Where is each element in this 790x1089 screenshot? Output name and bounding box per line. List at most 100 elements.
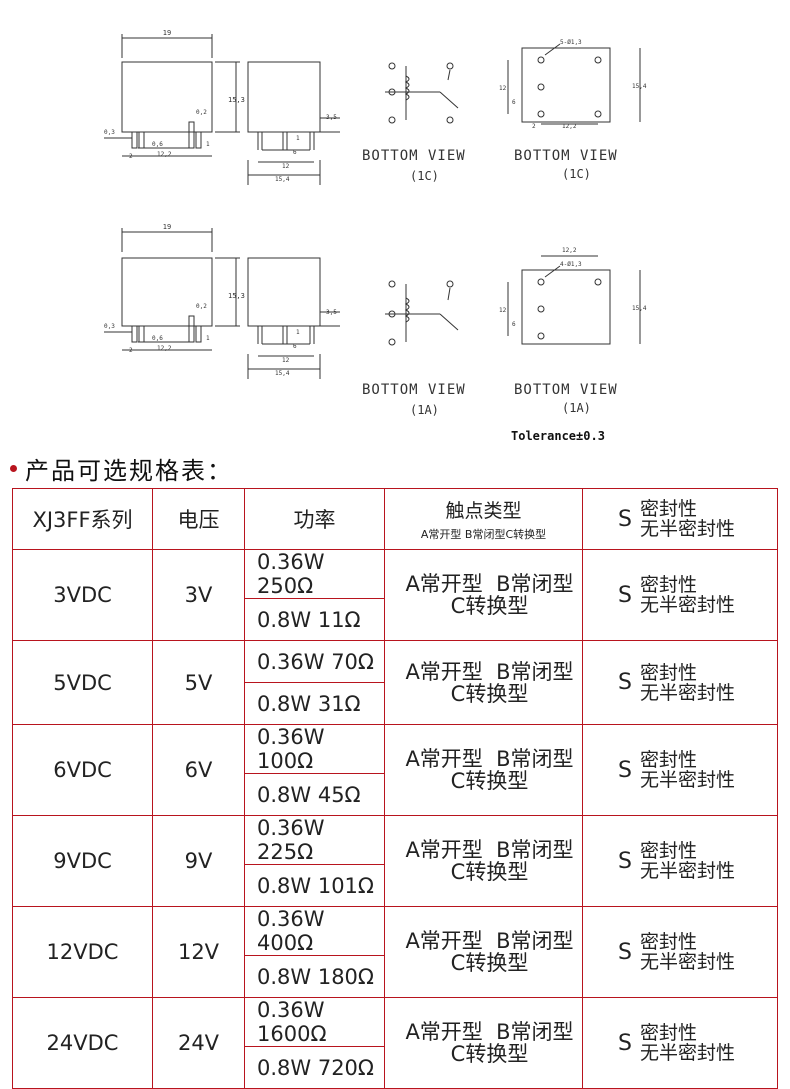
table-row: 6VDC 6V 0.36W 100Ω A常开型 B常闭型 C转换型 S 密封性无…	[12, 724, 778, 816]
cell-power-2: 0.8W 180Ω	[244, 955, 385, 998]
svg-text:15,4: 15,4	[632, 305, 647, 312]
svg-text:4-Ø1,3: 4-Ø1,3	[560, 261, 582, 268]
cell-power-1: 0.36W 250Ω	[244, 549, 385, 599]
cell-series: 12VDC	[12, 906, 153, 998]
front-view-1a: 19 15,3 0,2 0,3 0,6 12,2 2 1	[104, 223, 245, 354]
table-row: 5VDC 5V 0.36W 70Ω A常开型 B常闭型 C转换型 S 密封性无半…	[12, 640, 778, 725]
table-row: 0.8W 180Ω	[13, 955, 778, 998]
svg-text:15,4: 15,4	[632, 83, 647, 90]
svg-text:19: 19	[163, 223, 171, 231]
coil-view-sub: (1C)	[410, 169, 439, 183]
svg-text:0,3: 0,3	[104, 323, 115, 330]
cell-contact: A常开型 B常闭型 C转换型	[384, 549, 583, 641]
svg-text:5-Ø1,3: 5-Ø1,3	[560, 39, 582, 46]
svg-text:2: 2	[532, 123, 536, 130]
cell-contact: A常开型 B常闭型 C转换型	[384, 724, 583, 816]
svg-text:12,2: 12,2	[157, 151, 172, 158]
pcb-layout-1c: 5-Ø1,3 12 6 12,2 2 15,4	[499, 39, 647, 130]
svg-text:2: 2	[129, 347, 133, 354]
svg-text:3,5: 3,5	[326, 309, 337, 316]
svg-text:(1A): (1A)	[410, 403, 439, 417]
dim-height: 15,3	[228, 96, 245, 104]
bullet-dot	[10, 464, 17, 472]
table-row: 9VDC 9V 0.36W 225Ω A常开型 B常闭型 C转换型 S 密封性无…	[12, 815, 778, 907]
cell-power-1: 0.36W 70Ω	[244, 640, 385, 683]
cell-power-2: 0.8W 101Ω	[244, 864, 385, 907]
svg-text:3,5: 3,5	[326, 114, 337, 121]
svg-text:1: 1	[296, 329, 300, 336]
svg-text:1: 1	[296, 135, 300, 142]
svg-text:12,2: 12,2	[562, 247, 577, 254]
svg-text:0,2: 0,2	[196, 109, 207, 116]
cell-series: 5VDC	[12, 640, 153, 725]
cell-power-1: 0.36W 225Ω	[244, 815, 385, 865]
header-contact: 触点类型 A常开型 B常闭型C转换型	[384, 488, 583, 550]
table-row: 0.8W 11Ω	[13, 598, 778, 641]
cell-power-2: 0.8W 11Ω	[244, 598, 385, 641]
svg-text:BOTTOM VIEW: BOTTOM VIEW	[514, 382, 618, 398]
svg-text:6: 6	[293, 149, 297, 156]
technical-drawings: 19 15,3 0,2 0,3 0,6 12,2 2 1 3,5 1 6 12 …	[0, 0, 790, 450]
cell-power-1: 0.36W 100Ω	[244, 724, 385, 774]
svg-text:0,2: 0,2	[196, 303, 207, 310]
cell-series: 3VDC	[12, 549, 153, 641]
table-row: 24VDC 24V 0.36W 1600Ω A常开型 B常闭型 C转换型 S 密…	[12, 997, 778, 1089]
cell-series: 6VDC	[12, 724, 153, 816]
svg-text:12: 12	[282, 357, 290, 364]
header-series: XJ3FF系列	[12, 488, 153, 550]
cell-voltage: 6V	[152, 724, 245, 816]
svg-text:12: 12	[282, 163, 290, 170]
header-power: 功率	[244, 488, 385, 550]
header-seal: S 密封性无半密封性	[582, 488, 778, 550]
side-view-1c: 3,5 1 6 12 15,4	[247, 61, 340, 185]
svg-text:12,2: 12,2	[157, 345, 172, 352]
coil-view-label: BOTTOM VIEW	[362, 148, 466, 164]
svg-text:0,3: 0,3	[104, 129, 115, 136]
svg-text:12,2: 12,2	[562, 123, 577, 130]
coil-schematic-1a	[385, 280, 459, 346]
table-row: 3VDC 3V 0.36W 250Ω A常开型 B常闭型 C转换型 S 密封性无…	[12, 549, 778, 641]
cell-series: 24VDC	[12, 997, 153, 1089]
cell-power-1: 0.36W 400Ω	[244, 906, 385, 956]
svg-text:15,4: 15,4	[275, 176, 290, 183]
header-voltage: 电压	[152, 488, 245, 550]
cell-voltage: 12V	[152, 906, 245, 998]
svg-text:0,6: 0,6	[152, 335, 163, 342]
cell-seal: S 密封性无半密封性	[582, 906, 778, 998]
pcb-view-sub: (1C)	[562, 167, 591, 181]
cell-contact: A常开型 B常闭型 C转换型	[384, 997, 583, 1089]
table-header-row: XJ3FF系列 电压 功率 触点类型 A常开型 B常闭型C转换型 S 密封性无半…	[12, 488, 778, 550]
cell-contact: A常开型 B常闭型 C转换型	[384, 815, 583, 907]
table-row: 0.8W 45Ω	[13, 773, 778, 816]
cell-voltage: 5V	[152, 640, 245, 725]
table-row: 12VDC 12V 0.36W 400Ω A常开型 B常闭型 C转换型 S 密封…	[12, 906, 778, 998]
cell-voltage: 9V	[152, 815, 245, 907]
cell-power-2: 0.8W 31Ω	[244, 682, 385, 725]
svg-text:12: 12	[499, 307, 507, 314]
svg-text:2: 2	[129, 153, 133, 160]
svg-text:15,4: 15,4	[275, 370, 290, 377]
cell-voltage: 24V	[152, 997, 245, 1089]
side-view-1a: 3,5 1 6 12 15,4	[247, 257, 340, 379]
table-body: 3VDC 3V 0.36W 250Ω A常开型 B常闭型 C转换型 S 密封性无…	[12, 549, 778, 1089]
cell-series: 9VDC	[12, 815, 153, 907]
tolerance-note: Tolerance±0.3	[511, 429, 605, 443]
cell-contact: A常开型 B常闭型 C转换型	[384, 906, 583, 998]
section-title: 产品可选规格表：	[10, 452, 233, 485]
table-row: 0.8W 720Ω	[13, 1046, 778, 1089]
svg-text:(1A): (1A)	[562, 401, 591, 415]
svg-text:12: 12	[499, 85, 507, 92]
table-row: 0.8W 101Ω	[13, 864, 778, 907]
cell-power-1: 0.36W 1600Ω	[244, 997, 385, 1047]
cell-seal: S 密封性无半密封性	[582, 997, 778, 1089]
section-title-text: 产品可选规格表：	[25, 456, 233, 485]
svg-text:1: 1	[206, 141, 210, 148]
coil-schematic-1c	[385, 62, 459, 124]
dim-width: 19	[163, 29, 171, 37]
pcb-layout-1a: 4-Ø1,3 12,2 12 6 15,4	[499, 247, 647, 345]
pcb-view-label: BOTTOM VIEW	[514, 148, 618, 164]
svg-text:BOTTOM VIEW: BOTTOM VIEW	[362, 382, 466, 398]
front-view-1c: 19 15,3 0,2 0,3 0,6 12,2 2 1	[104, 29, 245, 160]
svg-text:6: 6	[293, 343, 297, 350]
cell-power-2: 0.8W 45Ω	[244, 773, 385, 816]
